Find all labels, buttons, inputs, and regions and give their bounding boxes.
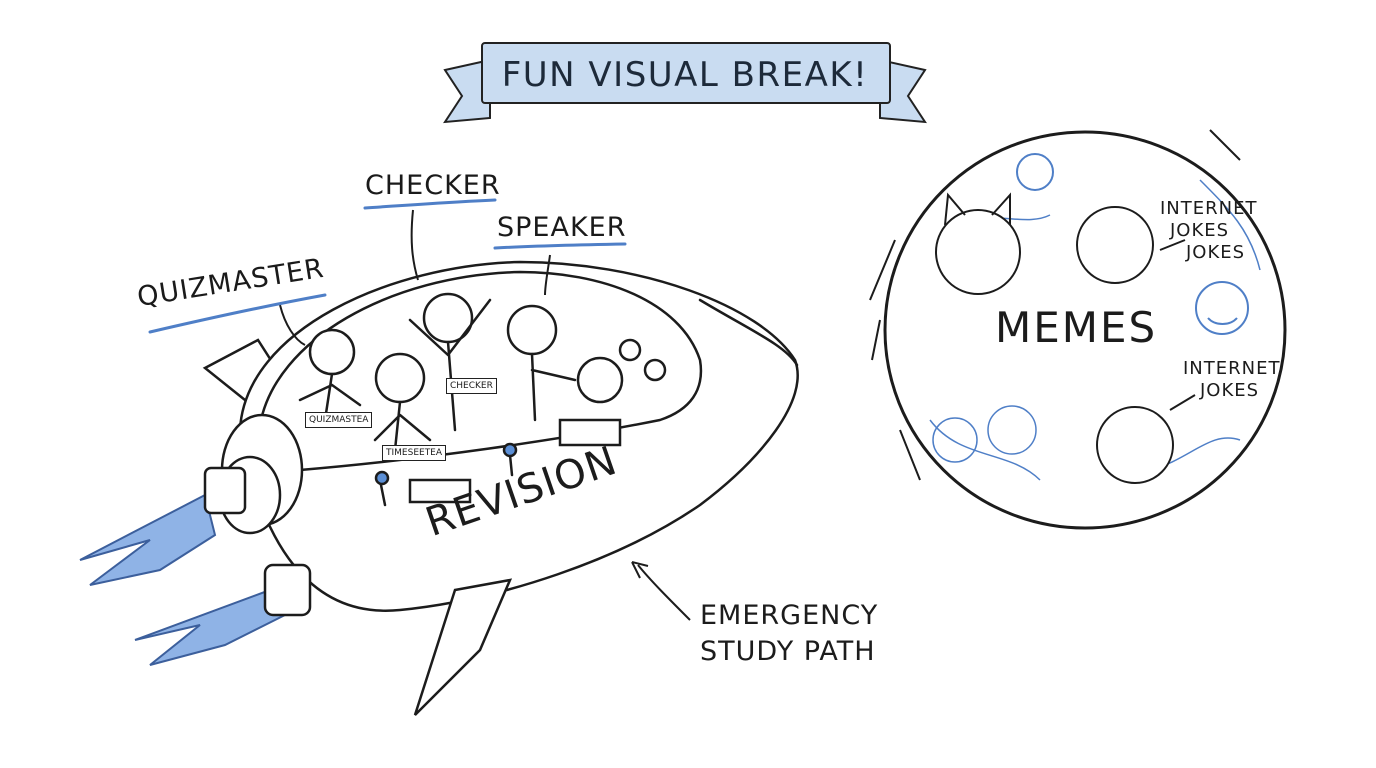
jokes-bottom-line1: INTERNET: [1183, 358, 1281, 379]
rocket-flame-top: [79, 493, 217, 586]
label-arrows: [279, 209, 1196, 621]
jokes-top-line3: JOKES: [1186, 242, 1246, 263]
rocket-flame-bottom: [134, 588, 287, 666]
meme-planet: [869, 129, 1287, 530]
label-underlines: [148, 198, 627, 334]
path-label-line1: EMERGENCY: [700, 600, 879, 631]
banner-title: FUN VISUAL BREAK!: [501, 55, 869, 95]
jokes-bottom-line2: JOKES: [1200, 380, 1260, 401]
planet-title: MEMES: [995, 303, 1158, 352]
label-speaker: SPEAKER: [497, 212, 627, 243]
badge-quizmaster: QUIZMASTEA: [305, 412, 373, 428]
jokes-top-line1: INTERNET: [1160, 198, 1258, 219]
badge-checker: CHECKER: [446, 378, 497, 394]
jokes-top-line2: JOKES: [1170, 220, 1230, 241]
label-checker: CHECKER: [365, 170, 501, 201]
path-label-line2: STUDY PATH: [700, 636, 876, 667]
rocket-drawing: [79, 260, 799, 716]
badge-timekeeper: TIMESEETEA: [382, 445, 447, 461]
banner-ribbon: [443, 42, 927, 124]
